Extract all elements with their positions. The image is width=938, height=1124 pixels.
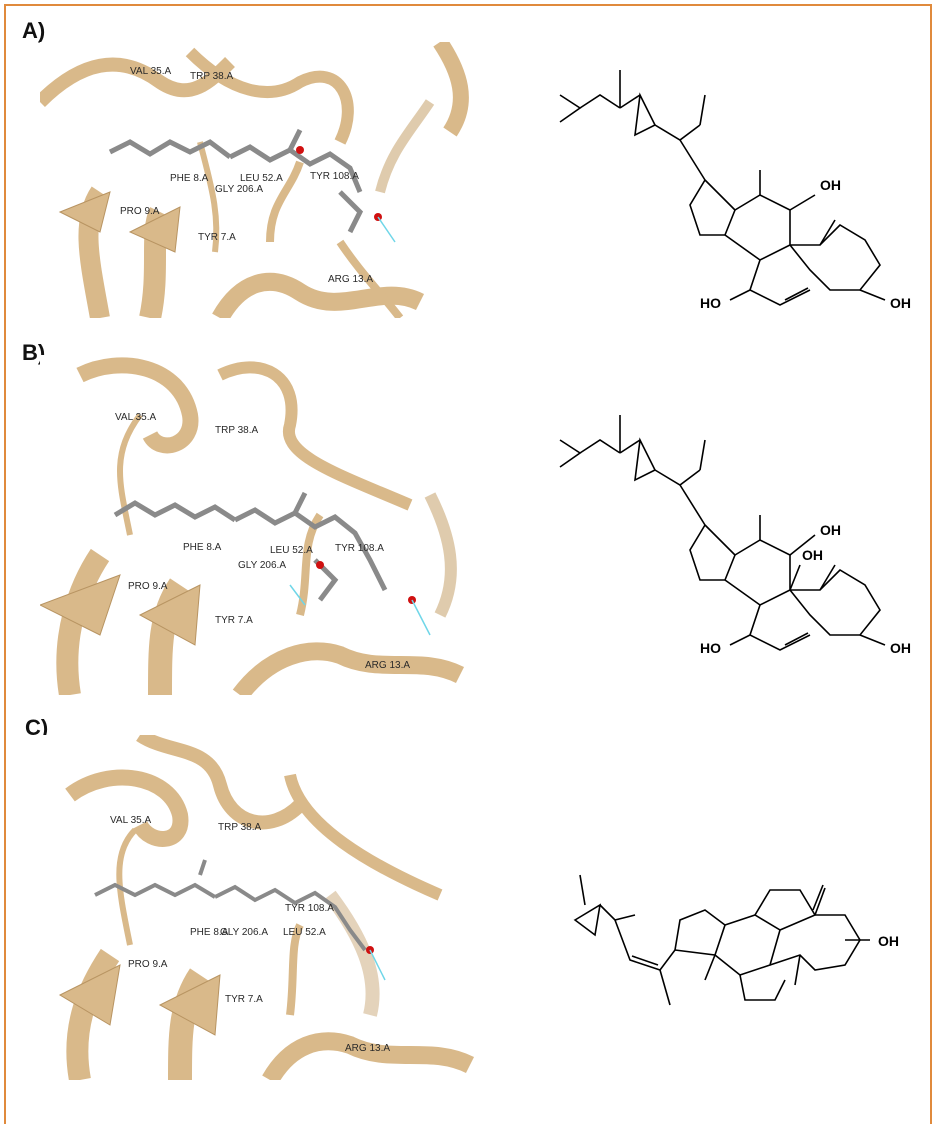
residue-label: GLY 206.A [215,184,263,195]
structure-a: OH HO OH [540,50,930,330]
ribbon-structure-a [40,42,469,318]
residue-label: TYR 108.A [310,171,359,182]
ribbon-structure-b [40,357,465,695]
hydroxyl-label: OH [890,295,911,311]
residue-label: TYR 7.A [198,232,236,243]
hydroxyl-label: OH [820,177,841,193]
structure-b: OH OH HO OH [540,410,930,680]
residue-label: ARG 13.A [365,660,410,671]
hydroxyl-label: OH [878,933,899,949]
residue-label: VAL 35.A [110,815,151,826]
structure-c: OH [560,860,930,1020]
residue-label: LEU 52.A [270,545,313,556]
ligand-c [94,859,367,952]
residue-label: TYR 108.A [335,543,384,554]
residue-label: PHE 8.A [170,173,209,184]
residue-label: TYR 108.A [285,903,334,914]
residue-label: PHE 8.A [190,927,229,938]
residue-label: LEU 52.A [283,927,326,938]
residue-label: TRP 38.A [190,71,233,82]
ligand-a [108,128,364,234]
residue-label: TRP 38.A [215,425,258,436]
panel-label-c: C) [25,715,49,740]
ribbon-structure-c [58,735,475,1080]
panel-label-a: A) [22,18,46,43]
figure-frame [4,4,932,1124]
protein-view-a: VAL 35.A TRP 38.A PHE 8.A GLY 206.A LEU … [40,42,475,318]
residue-label: VAL 35.A [115,412,156,423]
residue-label: PRO 9.A [120,206,160,217]
residue-label: VAL 35.A [130,66,171,77]
residue-label: PRO 9.A [128,581,168,592]
residue-label: TYR 7.A [225,994,263,1005]
residue-label: LEU 52.A [240,173,283,184]
hydroxyl-label: HO [700,640,721,656]
hydroxyl-label: OH [820,522,841,538]
residue-label: PHE 8.A [183,542,222,553]
hydroxyl-label: OH [890,640,911,656]
residue-label: ARG 13.A [328,274,373,285]
residue-label: ARG 13.A [345,1043,390,1054]
residue-label: GLY 206.A [238,560,286,571]
protein-view-b: VAL 35.A TRP 38.A PHE 8.A GLY 206.A LEU … [40,355,475,695]
residue-label: PRO 9.A [128,959,168,970]
protein-view-c: VAL 35.A TRP 38.A PHE 8.A GLY 206.A TYR … [40,735,480,1080]
hydroxyl-label: HO [700,295,721,311]
residue-label: TRP 38.A [218,822,261,833]
panel-label-b: B) [22,340,46,365]
residue-label: GLY 206.A [220,927,268,938]
hydroxyl-label: OH [802,547,823,563]
residue-label: TYR 7.A [215,615,253,626]
